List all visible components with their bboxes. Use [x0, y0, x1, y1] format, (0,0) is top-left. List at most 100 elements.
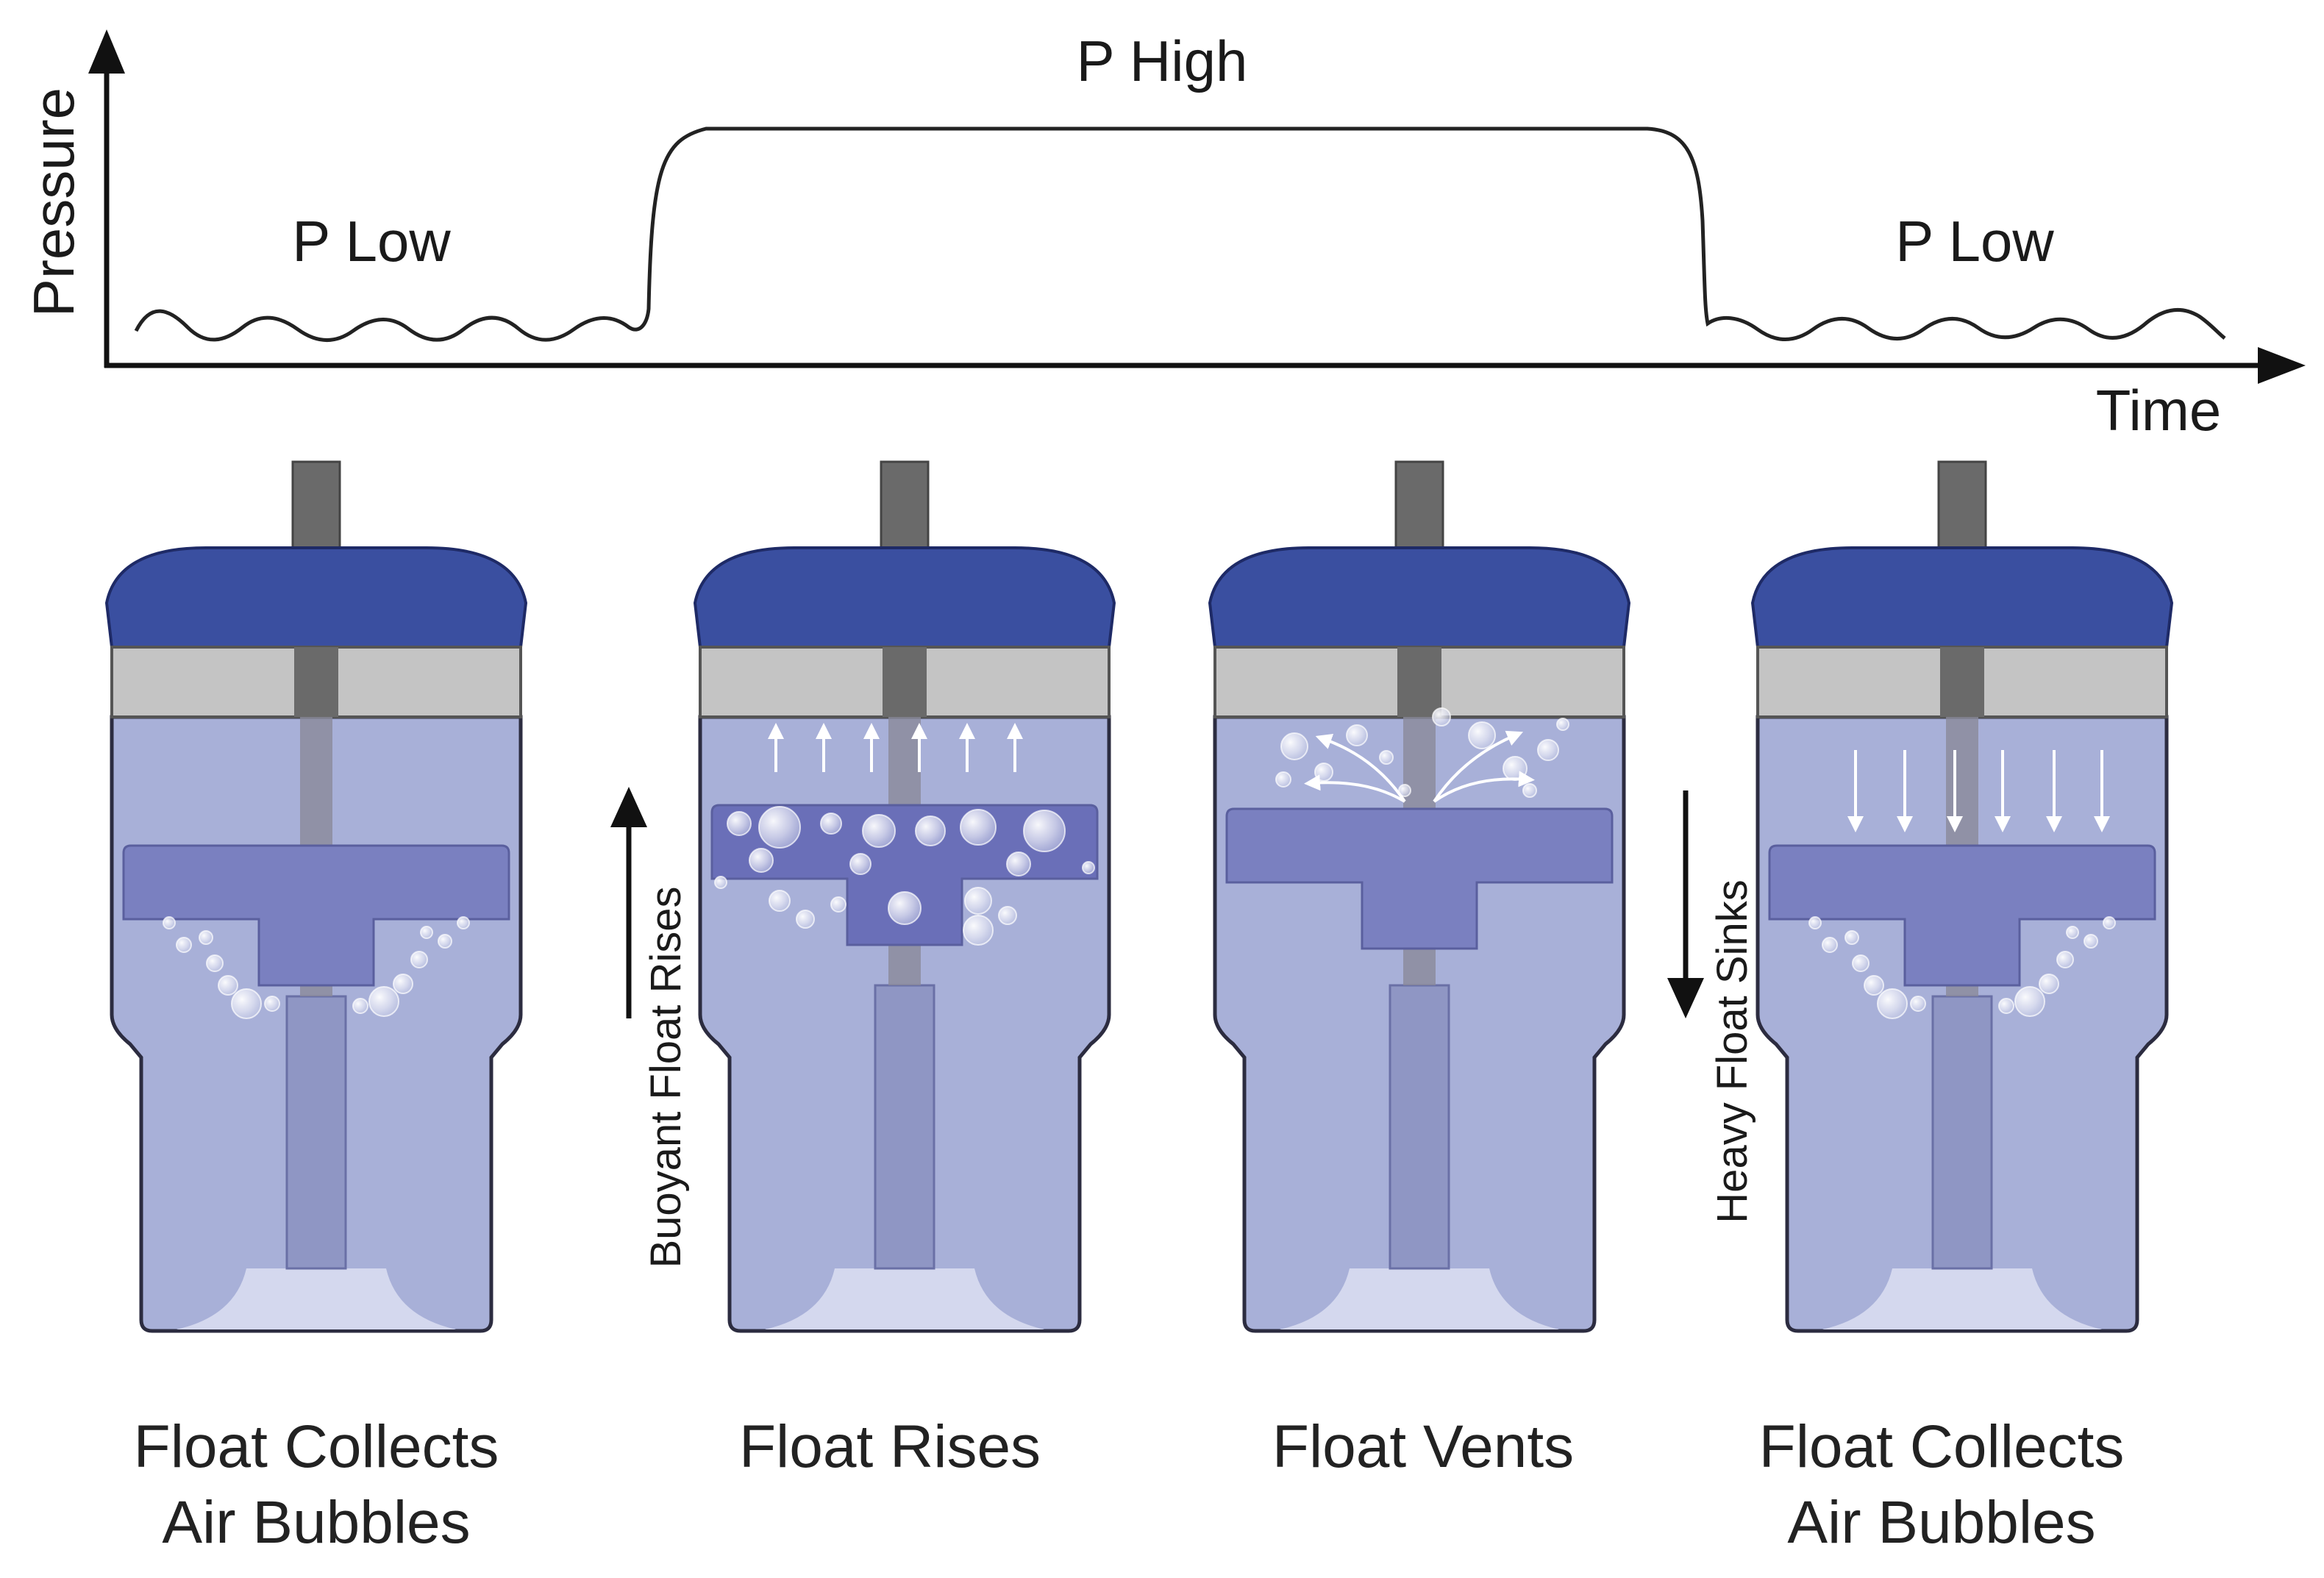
- air-bubble: [206, 954, 224, 972]
- air-bubble: [1379, 750, 1394, 765]
- vent-stem: [880, 460, 930, 551]
- air-bubble: [727, 811, 752, 836]
- air-bubble: [420, 926, 433, 939]
- vent-arrow: [1315, 734, 1406, 803]
- air-bubble: [749, 848, 774, 873]
- air-bubble: [1432, 707, 1451, 726]
- air-bubble: [231, 988, 262, 1019]
- air-bubble: [1398, 784, 1411, 797]
- air-bubble: [915, 815, 946, 846]
- pressure-curve: [134, 126, 2226, 342]
- outlet-glow: [765, 1268, 1044, 1329]
- rise-arrowhead: [610, 787, 647, 827]
- air-bubble: [796, 910, 815, 929]
- air-bubble: [1864, 975, 1884, 996]
- air-bubble: [1346, 724, 1368, 746]
- phase-low-start-label: P Low: [292, 209, 451, 274]
- guide-tube: [1389, 984, 1450, 1270]
- air-bubble: [2084, 934, 2098, 949]
- collar-stem: [883, 647, 927, 717]
- y-axis-label: Pressure: [21, 88, 86, 317]
- air-bubble: [1556, 718, 1569, 731]
- pressure-graph: Pressure Time P Low P High P Low: [21, 29, 2306, 443]
- air-bubble: [2039, 974, 2059, 994]
- x-axis-label: Time: [2096, 378, 2221, 443]
- air-bubble: [963, 915, 994, 946]
- x-axis-arrowhead: [2258, 347, 2306, 384]
- air-bubble: [849, 853, 872, 875]
- air-bubble: [352, 998, 368, 1014]
- air-bubble: [393, 974, 413, 994]
- air-bubble: [1275, 771, 1291, 788]
- vent-stem: [1394, 460, 1444, 551]
- vent-arrow: [1433, 771, 1535, 803]
- vent-cap: [1750, 546, 2174, 649]
- vent-arrow: [1433, 730, 1524, 803]
- air-bubble: [714, 876, 727, 889]
- air-bubble: [2014, 986, 2045, 1017]
- air-bubble: [457, 916, 470, 929]
- air-bubble: [964, 887, 992, 915]
- vent-units: [104, 460, 2174, 1333]
- guide-tube: [1931, 995, 1993, 1270]
- vent-unit-2: [693, 460, 1116, 1333]
- caption-stage-1-line-1: Float Collects: [134, 1413, 499, 1480]
- vent-cap: [1208, 546, 1631, 649]
- air-bubble: [218, 975, 238, 996]
- caption-stage-3: Float Vents: [1272, 1413, 1574, 1480]
- air-bubble: [368, 986, 399, 1017]
- air-bubble: [1844, 930, 1859, 945]
- air-bubble: [2056, 951, 2074, 968]
- sink-label: Heavy Float Sinks: [1708, 879, 1756, 1223]
- float: [1768, 844, 2156, 987]
- caption-stage-4-line-2: Air Bubbles: [1787, 1489, 2095, 1556]
- vent-stem: [1937, 460, 1987, 551]
- phase-low-end-label: P Low: [1895, 209, 2054, 274]
- air-bubble: [1877, 988, 1908, 1019]
- air-bubble: [862, 814, 896, 848]
- air-bubble: [1314, 763, 1333, 782]
- phase-high-label: P High: [1077, 29, 1248, 93]
- vent-stem: [291, 460, 341, 551]
- collar-stem: [294, 647, 338, 717]
- caption-stage-1-line-2: Air Bubbles: [162, 1489, 470, 1556]
- air-bubble: [1468, 721, 1496, 749]
- air-bubble: [1023, 810, 1066, 852]
- air-bubble: [264, 996, 280, 1012]
- vent-unit-4: [1750, 460, 2174, 1333]
- guide-tube: [285, 995, 347, 1270]
- air-bubble: [1280, 732, 1308, 760]
- vent-arrow: [1304, 774, 1406, 803]
- y-axis-arrowhead: [88, 29, 125, 74]
- collar-stem: [1397, 647, 1441, 717]
- air-bubble: [1998, 998, 2014, 1014]
- vent-cap: [104, 546, 528, 649]
- guide-tube: [874, 984, 935, 1270]
- air-bubble: [2066, 926, 2079, 939]
- air-bubble: [1503, 756, 1528, 781]
- air-bubble: [888, 891, 922, 925]
- rise-label: Buoyant Float Rises: [642, 886, 690, 1268]
- sink-arrowhead: [1667, 978, 1704, 1018]
- air-bubble: [410, 951, 428, 968]
- caption-stage-2: Float Rises: [739, 1413, 1041, 1480]
- air-bubble: [960, 809, 997, 846]
- air-bubble: [830, 896, 846, 913]
- float: [122, 844, 510, 987]
- caption-stage-4-line-1: Float Collects: [1759, 1413, 2125, 1480]
- float: [1225, 807, 1614, 950]
- air-bubble: [998, 906, 1017, 925]
- collar-stem: [1940, 647, 1984, 717]
- air-bubble: [1852, 954, 1869, 972]
- rise-indicator: Buoyant Float Rises: [610, 787, 690, 1268]
- outlet-glow: [177, 1268, 456, 1329]
- float: [710, 804, 1099, 946]
- stage-captions: Float Collects Air Bubbles Float Rises F…: [134, 1413, 2125, 1556]
- vent-unit-1: [104, 460, 528, 1333]
- air-bubble: [769, 890, 791, 912]
- air-bubble: [1522, 783, 1537, 798]
- air-bubble: [163, 916, 176, 929]
- air-bubble: [1006, 852, 1031, 877]
- outlet-glow: [1822, 1268, 2102, 1329]
